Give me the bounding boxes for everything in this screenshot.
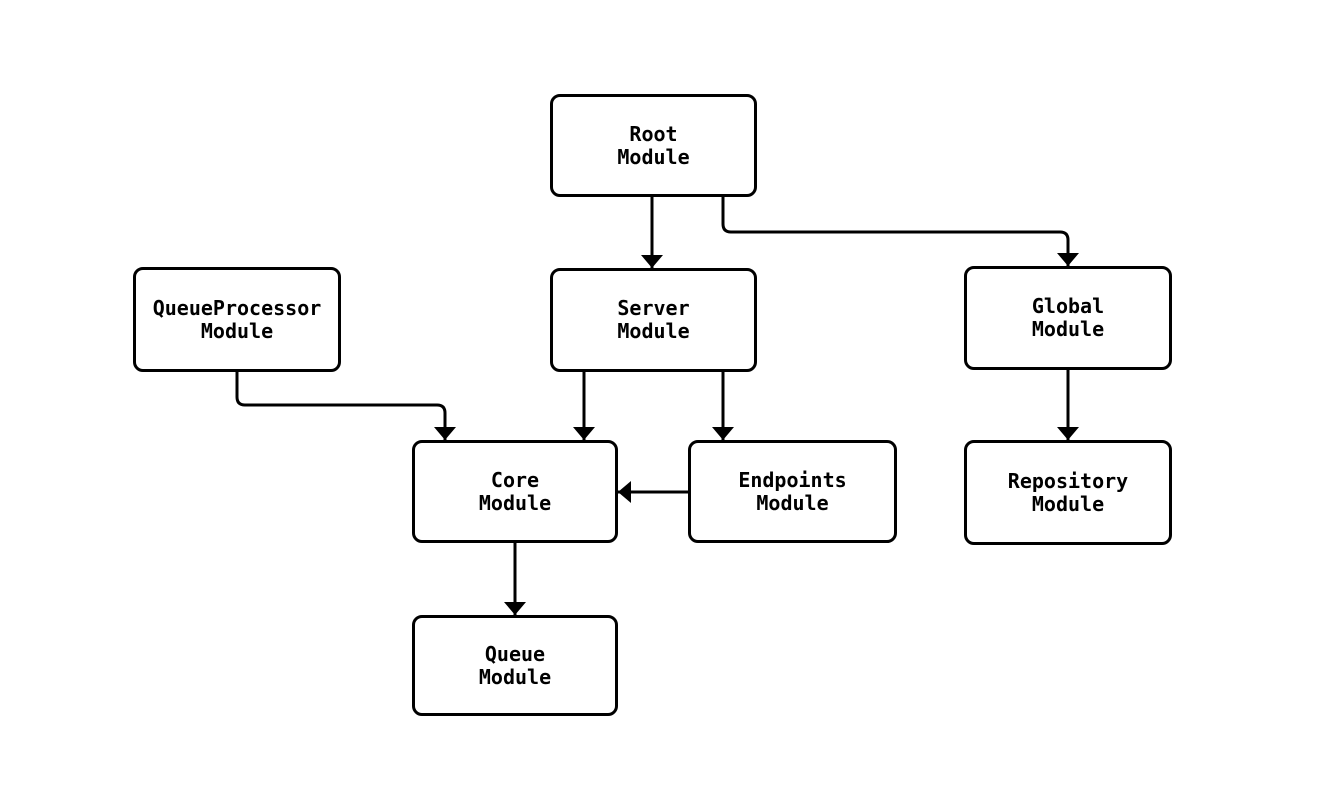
arrowhead-icon — [1057, 253, 1079, 266]
arrowhead-icon — [434, 427, 456, 440]
node-label-line: Core — [490, 467, 540, 492]
node-label-line: Module — [756, 490, 829, 515]
node-label-line: Module — [617, 319, 690, 343]
node-label-line: Module — [1031, 491, 1105, 516]
edge-queueprocessor-to-core — [235, 372, 447, 440]
node-label-line: Endpoints — [738, 467, 847, 492]
node-label-line: Module — [617, 144, 690, 169]
node-label-line: Global — [1031, 294, 1105, 318]
node-label-line: Module — [478, 490, 552, 515]
arrowhead-icon — [618, 481, 631, 503]
arrowhead-icon — [573, 427, 595, 440]
node-label-line: Server — [617, 296, 690, 320]
node-label-line: Module — [1031, 317, 1105, 341]
node-label-line: Queue — [484, 641, 546, 666]
arrowhead-icon — [1057, 427, 1079, 440]
node-label-line: Repository — [1007, 468, 1129, 493]
node-label-line: Root — [629, 121, 678, 146]
node-label-line: QueueProcessor — [152, 295, 322, 320]
node-label-line: Module — [478, 664, 552, 689]
arrowhead-icon — [712, 427, 734, 440]
arrowhead-icon — [504, 602, 526, 615]
node-label-line: Module — [200, 318, 274, 343]
edge-root-to-global — [721, 197, 1070, 266]
arrowhead-icon — [641, 255, 663, 268]
